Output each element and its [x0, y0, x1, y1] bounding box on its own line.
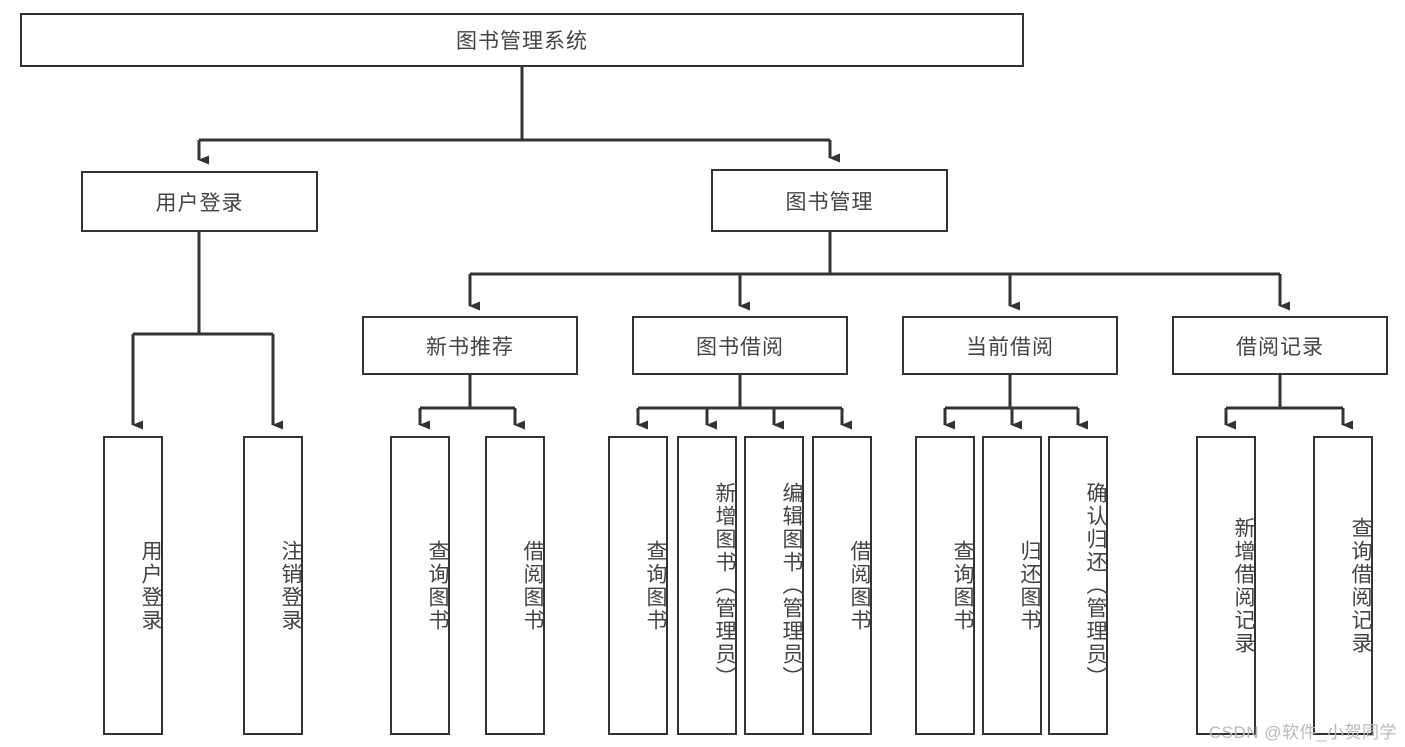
node-book-borrow[interactable]: 图书借阅 — [632, 316, 848, 375]
node-leaf-user-logout[interactable]: 注销登录 — [243, 436, 303, 735]
node-book-manage[interactable]: 图书管理 — [711, 169, 948, 232]
node-leaf-borrow-book-1[interactable]: 借阅图书 — [485, 436, 545, 735]
node-leaf-query-book-1[interactable]: 查询图书 — [390, 436, 450, 735]
node-leaf-borrow-book-2-label: 借阅图书 — [848, 539, 871, 632]
node-leaf-borrow-book-2[interactable]: 借阅图书 — [812, 436, 872, 735]
node-leaf-query-record-label: 查询借阅记录 — [1349, 516, 1372, 655]
node-leaf-query-book-1-label: 查询图书 — [426, 539, 449, 632]
node-borrow-record[interactable]: 借阅记录 — [1172, 316, 1388, 375]
node-leaf-add-book-label: 新增图书（管理员） — [713, 482, 736, 689]
node-leaf-query-book-2[interactable]: 查询图书 — [608, 436, 668, 735]
node-current-borrow-label: 当前借阅 — [966, 335, 1054, 359]
node-leaf-query-book-2-label: 查询图书 — [644, 539, 667, 632]
node-current-borrow[interactable]: 当前借阅 — [902, 316, 1118, 375]
node-leaf-query-book-3-label: 查询图书 — [951, 539, 974, 632]
node-leaf-return-book-label: 归还图书 — [1018, 539, 1041, 632]
node-leaf-user-login-label: 用户登录 — [139, 539, 162, 632]
node-leaf-edit-book[interactable]: 编辑图书（管理员） — [744, 436, 804, 735]
node-borrow-record-label: 借阅记录 — [1236, 335, 1324, 359]
node-leaf-query-book-3[interactable]: 查询图书 — [915, 436, 975, 735]
node-book-manage-label: 图书管理 — [785, 190, 874, 214]
node-book-borrow-label: 图书借阅 — [696, 335, 784, 359]
node-new-book-recommend-label: 新书推荐 — [426, 335, 514, 359]
node-user-login-label: 用户登录 — [155, 191, 244, 215]
node-leaf-add-record[interactable]: 新增借阅记录 — [1196, 436, 1256, 735]
node-leaf-user-login[interactable]: 用户登录 — [103, 436, 163, 735]
node-root[interactable]: 图书管理系统 — [20, 13, 1024, 67]
node-root-label: 图书管理系统 — [456, 30, 588, 53]
node-leaf-borrow-book-1-label: 借阅图书 — [521, 539, 544, 632]
node-leaf-add-record-label: 新增借阅记录 — [1232, 516, 1255, 655]
node-leaf-confirm-return-label: 确认归还（管理员） — [1084, 482, 1107, 689]
node-leaf-edit-book-label: 编辑图书（管理员） — [780, 482, 803, 689]
node-leaf-return-book[interactable]: 归还图书 — [982, 436, 1042, 735]
node-leaf-confirm-return[interactable]: 确认归还（管理员） — [1048, 436, 1108, 735]
node-user-login[interactable]: 用户登录 — [81, 171, 318, 232]
node-new-book-recommend[interactable]: 新书推荐 — [362, 316, 578, 375]
node-leaf-add-book[interactable]: 新增图书（管理员） — [677, 436, 737, 735]
node-leaf-query-record[interactable]: 查询借阅记录 — [1313, 436, 1373, 735]
csdn-watermark: CSDN @软件_小贺同学 — [1208, 723, 1397, 742]
node-leaf-user-logout-label: 注销登录 — [279, 539, 302, 632]
